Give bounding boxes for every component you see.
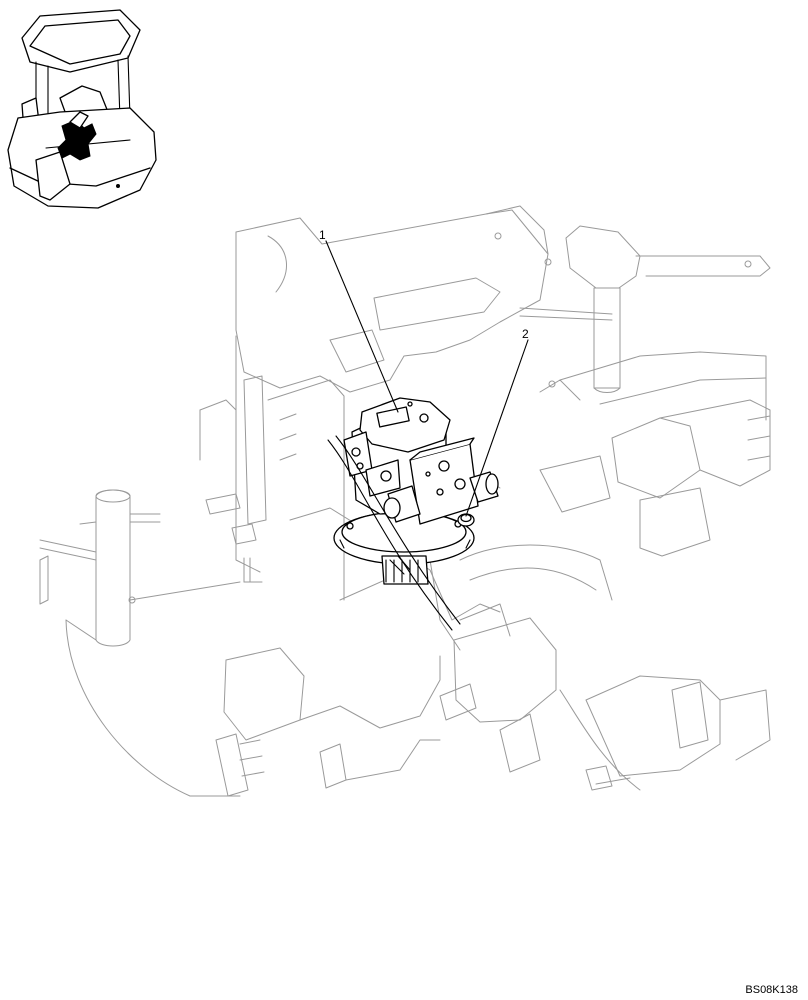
callout-label-1: 1	[319, 228, 326, 242]
machine-locator-thumbnail	[7, 9, 157, 209]
swing-motor-assembly	[327, 397, 499, 631]
callout-label-2: 2	[522, 327, 529, 341]
callout-leaders	[325, 240, 529, 517]
drawing-code: BS08K138	[745, 984, 798, 996]
leader-line-1	[325, 240, 399, 413]
leader-line-2	[465, 339, 529, 517]
upper-frame-ghost	[39, 205, 771, 797]
